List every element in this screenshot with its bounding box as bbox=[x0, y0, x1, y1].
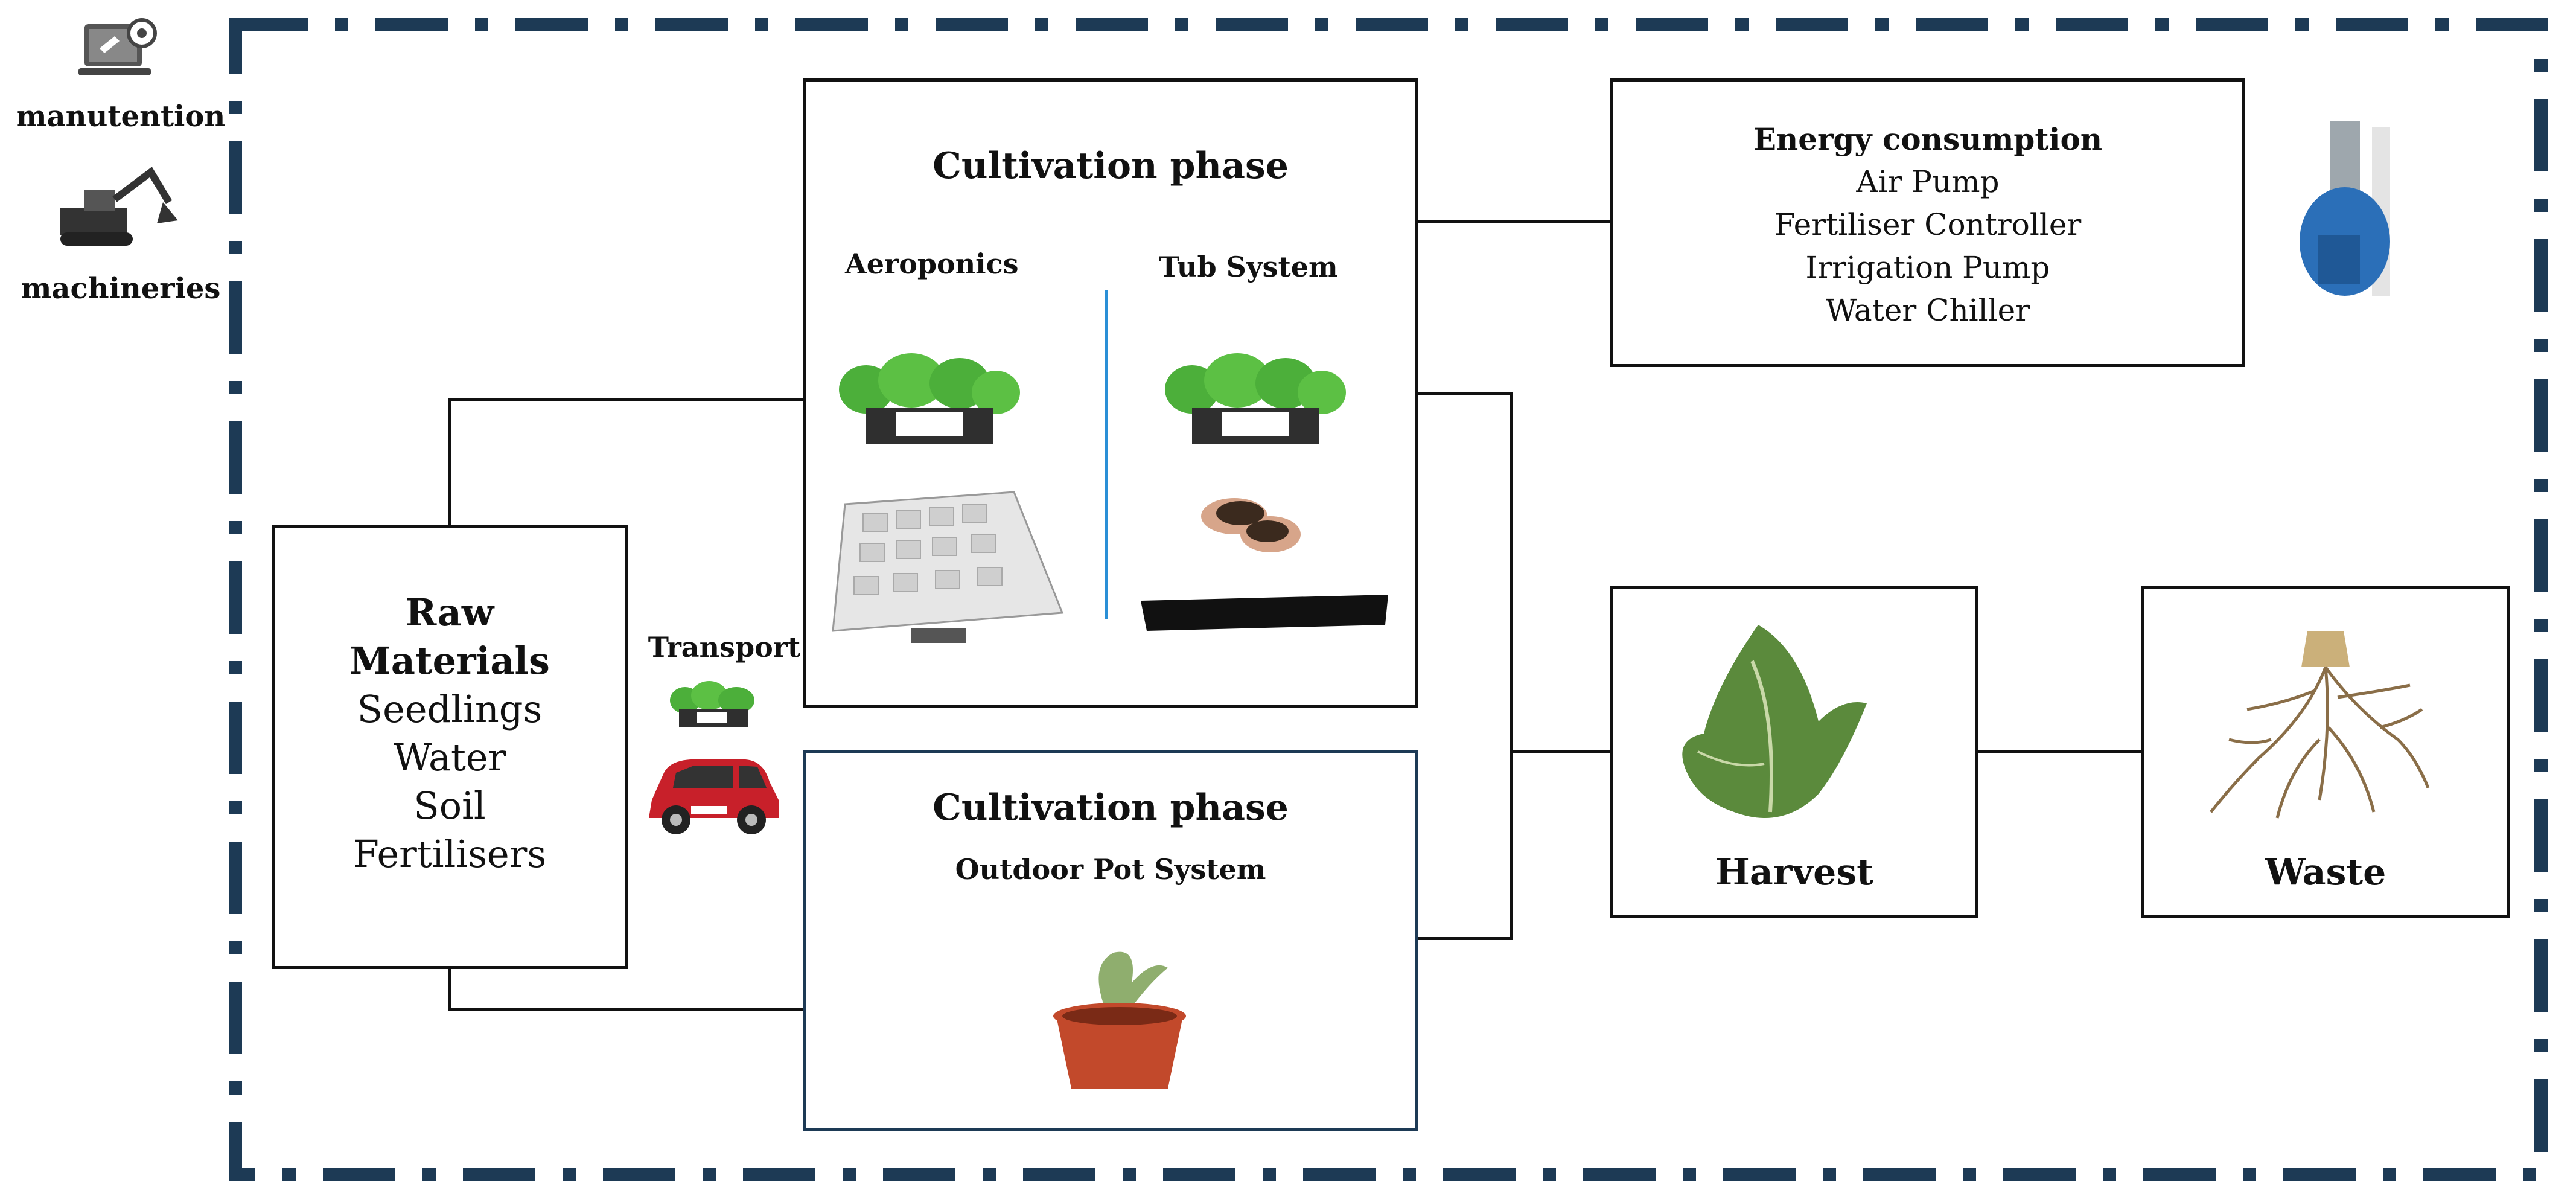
connector-raw-up bbox=[448, 400, 451, 527]
energy-title: Energy consumption bbox=[1753, 121, 2103, 157]
aeroponic-panel-icon bbox=[832, 491, 1064, 643]
lettuce-tray-small-icon bbox=[670, 681, 754, 727]
energy-item-irrigation-pump: Irrigation Pump bbox=[1805, 250, 2050, 285]
transport-label: Transport bbox=[648, 631, 801, 663]
excavator-icon bbox=[60, 167, 178, 246]
column-divider bbox=[1105, 290, 1108, 619]
raw-materials-title-1: Raw bbox=[405, 590, 494, 635]
connector-bus-to-harvest bbox=[1510, 750, 1612, 753]
raw-item-water: Water bbox=[393, 735, 506, 779]
lettuce-tray-icon-tub bbox=[1165, 353, 1346, 444]
raw-item-fertilisers: Fertilisers bbox=[352, 832, 547, 876]
lettuce-leaf-icon bbox=[1682, 625, 1867, 818]
raw-materials-box: Raw Materials Seedlings Water Soil Ferti… bbox=[272, 525, 628, 969]
energy-item-water-chiller: Water Chiller bbox=[1825, 293, 2030, 328]
roots-icon bbox=[2210, 631, 2430, 819]
connector-raw-to-outdoor bbox=[448, 1008, 808, 1011]
aeroponics-label: Aeroponics bbox=[845, 248, 1019, 280]
outdoor-pot-subtitle: Outdoor Pot System bbox=[955, 853, 1266, 886]
tub-system-label: Tub System bbox=[1159, 251, 1338, 283]
connector-raw-down bbox=[448, 968, 451, 1010]
connector-indoor-right bbox=[1415, 392, 1512, 395]
manutention-group: manutention bbox=[12, 15, 229, 142]
soil-hands-icon bbox=[1201, 498, 1301, 552]
connector-harvest-to-waste bbox=[1977, 750, 2143, 753]
harvest-label: Harvest bbox=[1715, 851, 1873, 894]
raw-materials-title-2: Materials bbox=[349, 639, 550, 683]
cultivation-outdoor-box: Cultivation phase Outdoor Pot System bbox=[803, 750, 1418, 1131]
cultivation-outdoor-title: Cultivation phase bbox=[933, 787, 1289, 829]
connector-indoor-to-energy bbox=[1415, 220, 1612, 223]
waste-box: Waste bbox=[2141, 586, 2510, 918]
waste-label: Waste bbox=[2265, 851, 2386, 894]
manutention-label: manutention bbox=[16, 100, 226, 133]
energy-item-fertiliser-controller: Fertiliser Controller bbox=[1774, 207, 2082, 242]
laptop-gear-icon bbox=[78, 18, 157, 75]
raw-item-soil: Soil bbox=[413, 784, 486, 828]
energy-box: Energy consumption Air Pump Fertiliser C… bbox=[1610, 78, 2245, 367]
cultivation-indoor-title: Cultivation phase bbox=[933, 145, 1289, 187]
connector-raw-to-indoor bbox=[448, 398, 805, 401]
energy-item-air-pump: Air Pump bbox=[1856, 164, 2000, 199]
lettuce-tray-icon bbox=[839, 353, 1020, 444]
cultivation-indoor-box: Cultivation phase Aeroponics Tub System bbox=[803, 78, 1418, 708]
pump-icon bbox=[2300, 121, 2390, 296]
machineries-label: machineries bbox=[21, 272, 221, 305]
car-icon bbox=[649, 759, 779, 834]
connector-outdoor-right bbox=[1415, 937, 1513, 940]
tub-tray-icon bbox=[1141, 595, 1388, 631]
potted-plant-icon bbox=[1053, 951, 1186, 1089]
machineries-group: machineries bbox=[12, 166, 229, 311]
raw-item-seedlings: Seedlings bbox=[357, 687, 543, 731]
connector-vertical-bus bbox=[1510, 392, 1513, 939]
harvest-box: Harvest bbox=[1610, 586, 1978, 918]
